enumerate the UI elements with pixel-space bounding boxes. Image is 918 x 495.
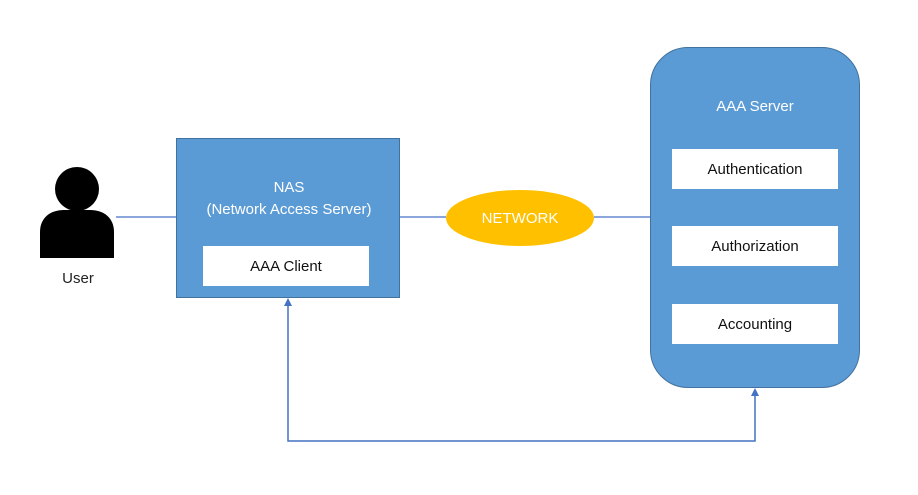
network-ellipse: NETWORK	[446, 190, 594, 246]
accounting-box: Accounting	[672, 304, 838, 344]
feedback-arrow-up-left-icon	[284, 298, 292, 306]
user-label: User	[62, 270, 94, 287]
aaa-client-box: AAA Client	[203, 246, 369, 286]
aaa-server-title: AAA Server	[716, 98, 794, 115]
nas-box: NAS (Network Access Server) AAA Client	[176, 138, 400, 298]
authorization-box: Authorization	[672, 226, 838, 266]
feedback-arrow-up-right-icon	[751, 388, 759, 396]
nas-subtitle: (Network Access Server)	[206, 201, 372, 218]
nas-title: NAS	[273, 179, 305, 196]
authentication-box: Authentication	[672, 149, 838, 189]
aaa-server-box: AAA Server Authentication Authorization …	[650, 47, 860, 388]
user-silhouette-icon	[34, 166, 120, 258]
